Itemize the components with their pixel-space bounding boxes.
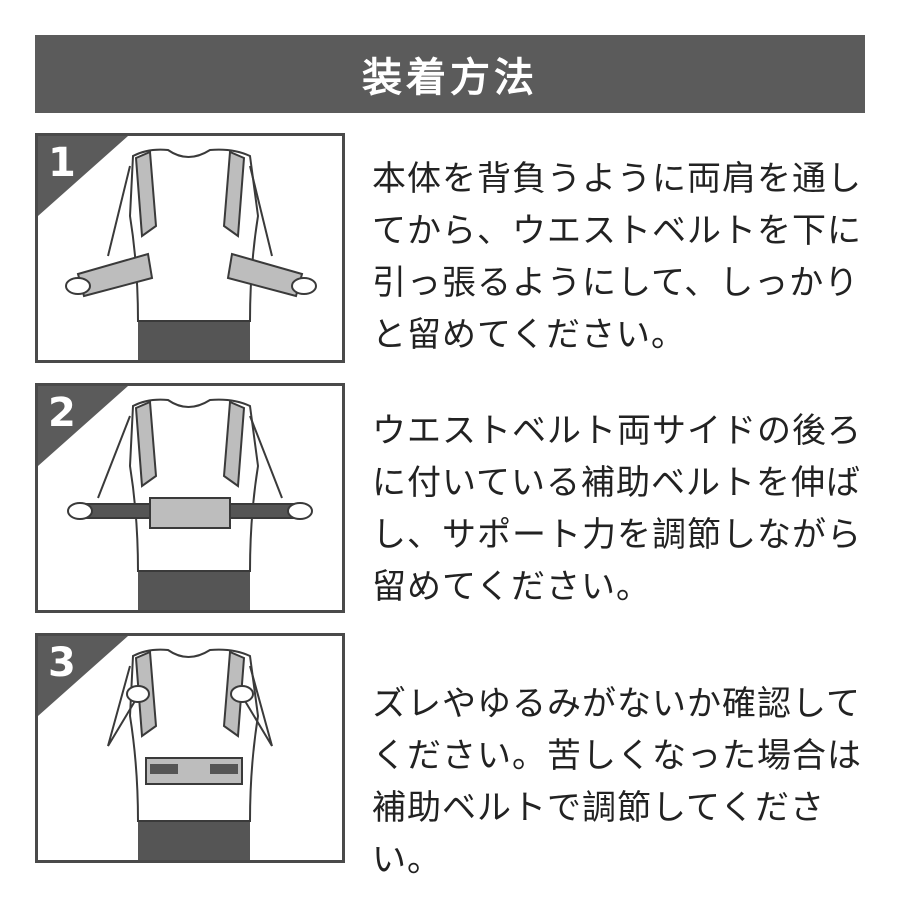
pants [138,571,250,610]
belt-tab-left [150,764,178,774]
step-1: 1 本体を背負うように両肩を通してから、ウエストベルトを下に引っ張るようにして、… [35,133,865,363]
step-corner [38,386,128,466]
pants [138,321,250,360]
step-2-figure [38,386,313,610]
step-1-figure [38,136,317,360]
right-hand [291,277,317,295]
right-hand [287,502,313,520]
left-arm [97,415,131,499]
step-1-illustration: 1 [35,133,345,363]
step-number: 2 [48,390,76,436]
step-corner [38,636,128,716]
step-3-text: ズレやゆるみがないか確認してください。苦しくなった場合は補助ベルトで調節してくだ… [372,684,862,880]
step-2: 2 ウエストベルト両サイドの後ろに付いている補助ベルトを伸ばし、サポート力を調節… [35,383,865,613]
step-3: 3 ズレやゆるみがないか確認してください。苦しくなった場合は補助ベルトで調節して… [35,633,865,880]
header-bar: 装着方法 [35,35,865,113]
left-hand [67,502,93,520]
step-number: 1 [48,140,76,186]
left-hand [126,685,150,703]
step-2-illustration: 2 [35,383,345,613]
left-strap [134,150,158,238]
left-arm [107,665,139,747]
waist-belt [149,497,231,529]
right-hand [230,685,254,703]
step-corner [38,136,128,216]
step-2-text: ウエストベルト両サイドの後ろに付いている補助ベルトを伸ばし、サポート力を調節しな… [372,411,862,607]
right-arm [249,415,283,499]
belt-tab-right [210,764,238,774]
step-3-figure [38,636,273,860]
left-arm [107,165,131,257]
right-arm [241,665,273,747]
page-title: 装着方法 [362,55,538,101]
right-arm [249,165,273,257]
step-number: 3 [48,640,76,686]
step-3-illustration: 3 [35,633,345,863]
pants [138,821,250,860]
right-strap [222,150,246,238]
left-strap [134,400,158,488]
right-strap [222,400,246,488]
left-hand [65,277,91,295]
step-1-text: 本体を背負うように両肩を通してから、ウエストベルトを下に引っ張るようにして、しっ… [372,159,862,355]
